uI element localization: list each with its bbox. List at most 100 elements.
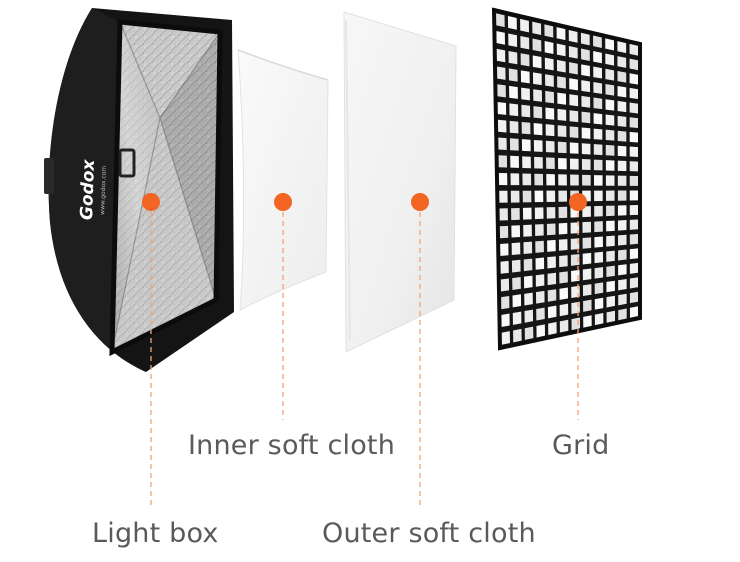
grid-cell [583, 237, 592, 248]
marker-dot-outer-soft-cloth [411, 193, 429, 211]
grid-cell [582, 143, 591, 154]
grid-cell [630, 234, 639, 245]
grid-cell [605, 38, 614, 50]
grid-cell [547, 240, 556, 252]
grid-cell [582, 222, 591, 233]
grid-cell [605, 54, 614, 66]
grid-cell [606, 145, 615, 156]
grid-cell [606, 114, 615, 125]
grid-cell [510, 156, 519, 168]
grid-cell [569, 30, 578, 43]
grid-cell [630, 205, 639, 215]
grid-cell [630, 161, 639, 171]
outer-soft-cloth-panel [344, 12, 456, 352]
grid-cell [594, 191, 603, 202]
grid-cell [618, 264, 626, 275]
grid-cell [524, 259, 533, 272]
grid-cell [559, 239, 568, 251]
grid-cell [618, 176, 627, 186]
grid-cell [523, 225, 532, 237]
grid-cell [606, 130, 615, 141]
grid-cell [582, 112, 591, 124]
grid-cell [545, 74, 554, 87]
light-box-label: Light box [92, 520, 219, 547]
grid-cell [499, 208, 508, 220]
grid-cell [558, 125, 567, 137]
grid-cell [534, 140, 543, 152]
grid-cell [520, 19, 529, 33]
grid-cell [630, 132, 639, 143]
grid-cell [559, 223, 568, 235]
grid-cell [630, 219, 639, 229]
grid-cell [536, 308, 545, 321]
grid-cell [594, 160, 603, 171]
grid-cell [594, 236, 603, 247]
grid-cell [558, 142, 567, 154]
grid-cell [499, 226, 508, 238]
grid-cell [605, 69, 614, 81]
grid-cell [606, 206, 615, 217]
grid-cell [594, 221, 603, 232]
grid-cell [630, 176, 639, 186]
grid-cell [618, 116, 627, 127]
grid-cell [546, 174, 555, 185]
grid-cell [498, 137, 507, 150]
grid-cell [533, 55, 542, 68]
grid-cell [498, 120, 507, 133]
grid-cell [523, 208, 532, 220]
grid-cell [509, 103, 518, 116]
grid-cell [594, 206, 603, 217]
grid-cell [630, 117, 639, 128]
grid-cell [569, 94, 578, 106]
godox-logo-text: Godox [77, 158, 99, 220]
grid-cell [548, 273, 557, 285]
grid-cell [512, 277, 521, 290]
grid-cell [497, 84, 506, 97]
grid-cell [618, 294, 626, 306]
grid-cell [535, 207, 544, 219]
grid-cell [606, 99, 615, 110]
grid-cell [606, 221, 615, 232]
grid-cell [570, 142, 579, 153]
grid-cell [618, 131, 627, 142]
grid-cell [547, 256, 556, 268]
grid-cell [630, 103, 639, 114]
grid-cell [630, 306, 638, 318]
grid-cell [508, 51, 517, 64]
grid-cell [617, 41, 626, 53]
grid-cell [594, 113, 603, 124]
grid-cell [581, 64, 590, 76]
grid-cell [618, 279, 626, 290]
grid-cell [524, 293, 533, 306]
grid-cell [581, 80, 590, 92]
grid-cell [557, 76, 566, 88]
grid-cell [501, 296, 510, 309]
grid-cell [546, 191, 555, 202]
grid-cell [630, 44, 639, 56]
grid-cell [630, 73, 639, 84]
inner-soft-cloth-label: Inner soft cloth [188, 432, 395, 459]
grid-cell [548, 289, 557, 302]
grid-cell [510, 173, 519, 185]
grid-cell [500, 261, 509, 274]
grid-cell [593, 36, 602, 48]
grid-cell [532, 39, 541, 52]
grid-cell [512, 260, 521, 273]
grid-cell [583, 300, 592, 312]
grid-cell [496, 31, 505, 45]
grid-cell [510, 138, 519, 150]
grid-cell [583, 284, 592, 296]
grid-cell [570, 158, 579, 169]
grid-cell [499, 173, 508, 185]
grid-cell [594, 252, 603, 263]
grid-cell [536, 274, 545, 287]
grid-cell [618, 161, 627, 171]
grid-cell [581, 33, 590, 46]
grid-cell [593, 67, 602, 79]
grid-cell [512, 243, 521, 255]
grid-cell [582, 175, 591, 186]
grid-cell [522, 139, 531, 151]
grid-cell [606, 296, 614, 308]
grid-cell [559, 287, 568, 299]
grid-cell [630, 277, 638, 288]
